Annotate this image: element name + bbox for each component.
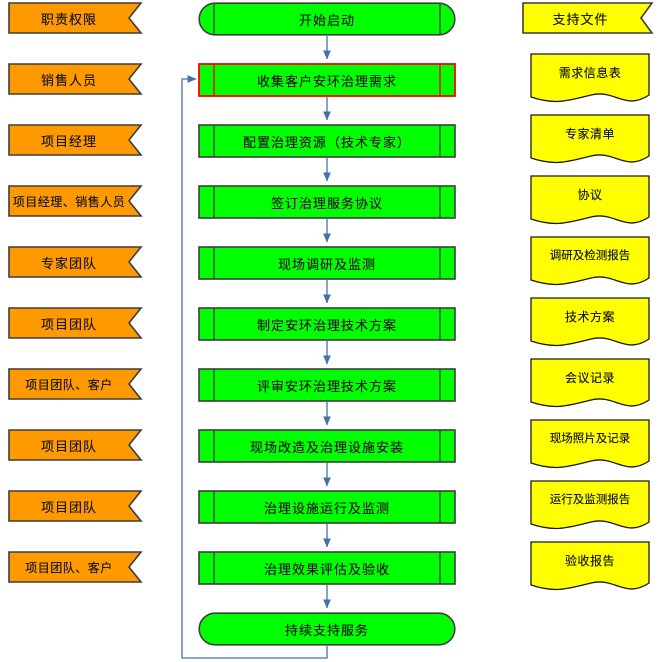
flow-step-8[interactable]: 治理设施运行及监测 (198, 490, 456, 524)
document-9[interactable]: 验收报告 (530, 541, 650, 593)
responsibility-banner-6: 项目团队、客户 (8, 368, 154, 400)
document-4[interactable]: 调研及检测报告 (530, 236, 650, 288)
document-5[interactable]: 技术方案 (530, 297, 650, 349)
document-2[interactable]: 专家清单 (530, 114, 650, 166)
flow-end-terminator[interactable]: 持续支持服务 (198, 612, 456, 646)
flow-step-2[interactable]: 配置治理资源（技术专家） (198, 124, 456, 158)
flow-step-9[interactable]: 治理效果评估及验收 (198, 551, 456, 585)
responsibility-header-banner: 职责权限 (8, 2, 154, 34)
flow-step-4[interactable]: 现场调研及监测 (198, 246, 456, 280)
responsibility-banner-9: 项目团队、客户 (8, 551, 154, 583)
responsibility-banner-7: 项目团队 (8, 429, 154, 461)
flow-start-terminator[interactable]: 开始启动 (198, 2, 456, 36)
responsibility-banner-5: 项目团队 (8, 307, 154, 339)
flow-step-3[interactable]: 签订治理服务协议 (198, 185, 456, 219)
document-1[interactable]: 需求信息表 (530, 53, 650, 105)
responsibility-banner-4: 专家团队 (8, 246, 154, 278)
document-7[interactable]: 现场照片及记录 (530, 419, 650, 471)
responsibility-banner-8: 项目团队 (8, 490, 154, 522)
document-6[interactable]: 会议记录 (530, 358, 650, 410)
flow-step-5[interactable]: 制定安环治理技术方案 (198, 307, 456, 341)
flow-step-6[interactable]: 评审安环治理技术方案 (198, 368, 456, 402)
document-header-banner: 支持文件 (522, 2, 659, 34)
responsibility-banner-3: 项目经理、销售人员 (8, 185, 154, 217)
responsibility-banner-1: 销售人员 (8, 63, 154, 95)
document-8[interactable]: 运行及监测报告 (530, 480, 650, 532)
document-3[interactable]: 协议 (530, 175, 650, 227)
flow-step-7[interactable]: 现场改造及治理设施安装 (198, 429, 456, 463)
flow-step-1[interactable]: 收集客户安环治理需求 (198, 63, 456, 97)
responsibility-banner-2: 项目经理 (8, 124, 154, 156)
